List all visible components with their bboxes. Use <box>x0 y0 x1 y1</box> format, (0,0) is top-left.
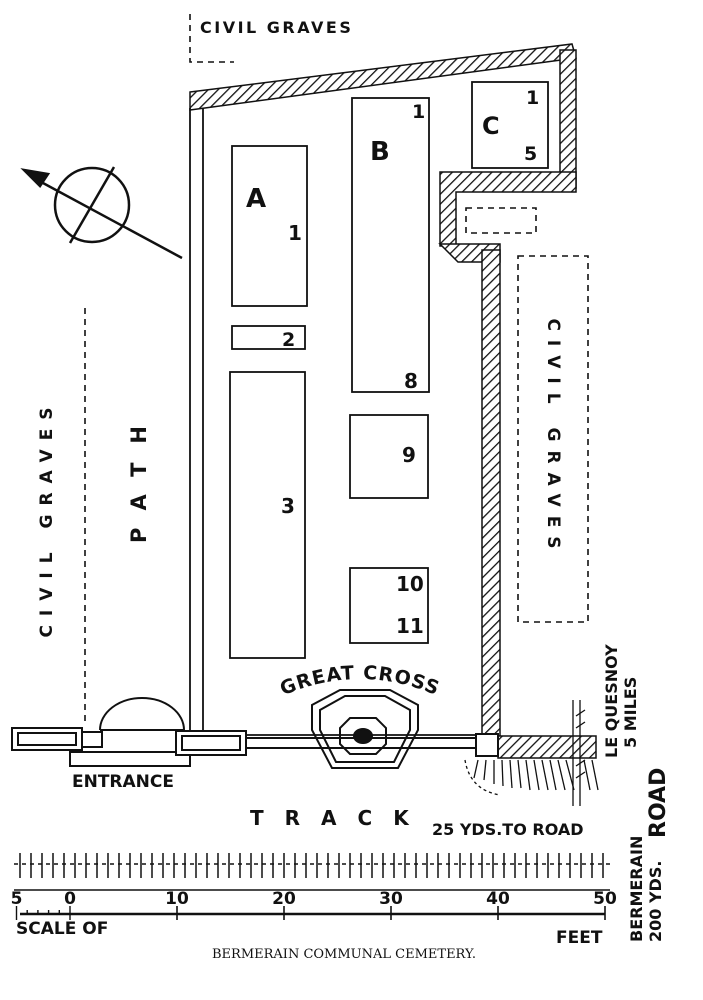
plot-b-bottom-number: 8 <box>404 369 418 393</box>
cemetery-wall <box>189 43 597 759</box>
scale-tick-label: 50 <box>593 889 617 909</box>
cemetery-boundary <box>189 108 482 736</box>
scale-tick-label: 5 <box>11 889 23 909</box>
scale-tick-label: 20 <box>272 889 296 909</box>
track-hedge <box>14 853 610 891</box>
plot-11-number: 11 <box>396 614 424 638</box>
scale-tick-label: 10 <box>165 889 189 909</box>
road-label: ROAD <box>646 768 671 838</box>
civil-graves-left-label: CIVIL GRAVES <box>37 398 57 637</box>
great-cross-icon <box>311 689 419 769</box>
hedge <box>464 700 599 806</box>
civil-graves-top-label: CIVIL GRAVES <box>200 18 353 37</box>
grave-plots <box>229 81 549 659</box>
front-wall <box>175 730 499 757</box>
plot-9-number: 9 <box>402 443 416 467</box>
great-cross-label: GREAT CROSS <box>277 662 443 700</box>
plot-b-top-number: 1 <box>412 101 425 123</box>
le-quesnoy-line1: LE QUESNOY <box>602 644 621 758</box>
north-compass-icon <box>20 166 183 260</box>
road-distance-note: 25 YDS.TO ROAD <box>432 820 584 839</box>
entrance-gate <box>11 697 191 767</box>
plot-c-letter: C <box>482 112 500 140</box>
scale-tick-label: 40 <box>486 889 510 909</box>
plot-2 <box>231 325 306 350</box>
map-caption: BERMERAIN COMMUNAL CEMETERY. <box>212 947 476 962</box>
plot-10-11 <box>349 567 429 644</box>
plot-9 <box>349 414 429 499</box>
plot-10-number: 10 <box>396 572 424 596</box>
path-label: PATH <box>127 407 151 543</box>
plot-2-number: 2 <box>282 329 295 351</box>
plot-a-letter: A <box>246 184 266 214</box>
scale-bar <box>15 906 606 920</box>
plot-3-number: 3 <box>281 494 295 518</box>
entrance-label: ENTRANCE <box>72 772 174 792</box>
plot-c-top-number: 1 <box>526 87 539 109</box>
civil-graves-right-label: CIVIL GRAVES <box>543 318 563 557</box>
plot-c <box>471 81 549 169</box>
track-label: TRACK <box>250 806 430 830</box>
scale-tick-label: 30 <box>379 889 403 909</box>
le-quesnoy-line2: 5 MILES <box>621 677 640 748</box>
bermerain-line2: 200 YDS. <box>646 861 665 942</box>
plot-a <box>231 145 308 307</box>
scale-right-label: FEET <box>556 928 603 948</box>
scale-tick-label: 0 <box>64 889 76 909</box>
plot-3 <box>229 371 306 659</box>
scale-left-label: SCALE OF <box>16 919 108 939</box>
plot-b <box>351 97 430 393</box>
civil-graves-areas <box>84 14 589 725</box>
plot-a-number: 1 <box>288 221 302 245</box>
bermerain-line1: BERMERAIN <box>627 836 646 942</box>
plot-b-letter: B <box>370 137 390 167</box>
plot-c-bottom-number: 5 <box>524 143 537 165</box>
